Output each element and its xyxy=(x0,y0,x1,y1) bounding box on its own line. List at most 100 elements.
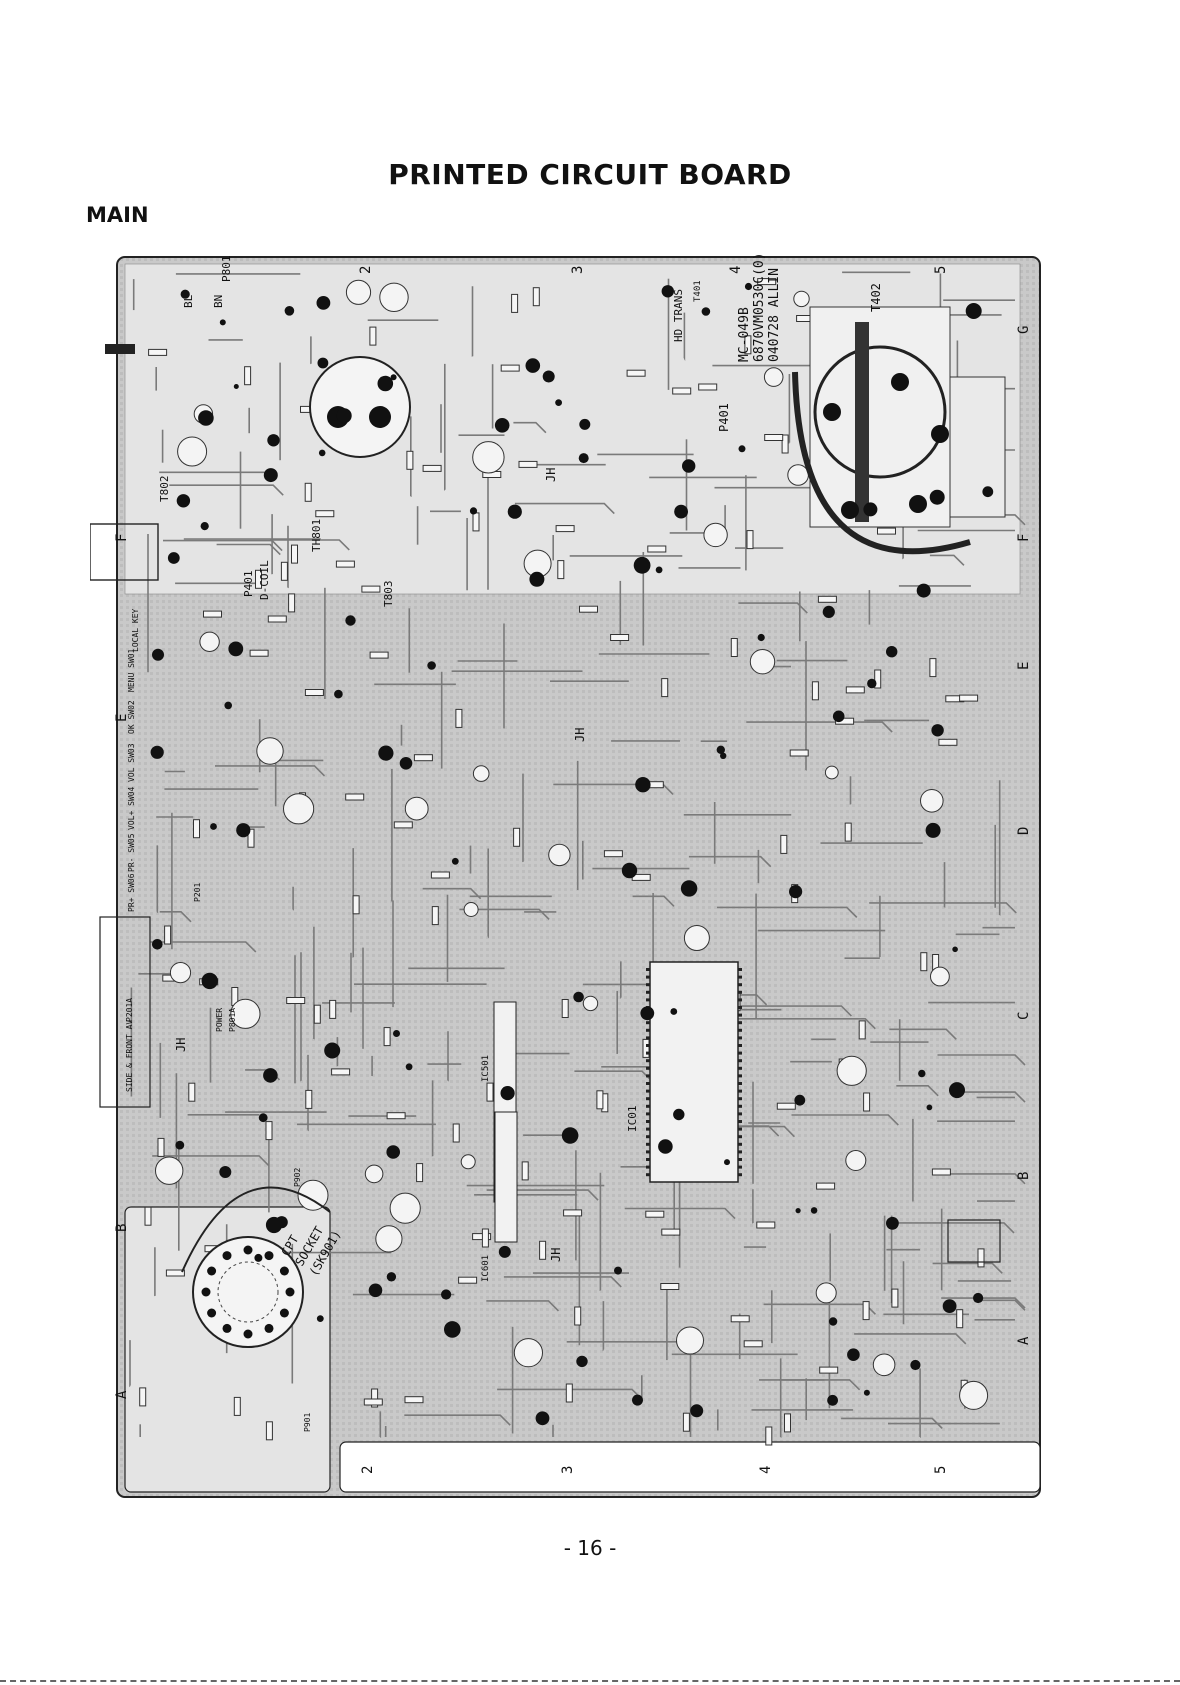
component-outline xyxy=(265,1121,273,1141)
solder-pad xyxy=(916,583,931,598)
component-outline xyxy=(249,649,269,657)
component-outline xyxy=(757,278,777,286)
ic-pin xyxy=(738,1074,742,1078)
solder-pad xyxy=(716,745,725,754)
solder-pad xyxy=(757,633,765,642)
component-outline xyxy=(929,658,937,678)
component-outline xyxy=(844,822,852,842)
label-th801: TH801 xyxy=(310,519,323,552)
copper-trace xyxy=(159,911,192,923)
label-bl: BL xyxy=(182,294,195,308)
component-outline xyxy=(730,638,738,657)
copper-trace xyxy=(735,1018,876,1030)
solder-pad xyxy=(316,1315,324,1322)
component-outline xyxy=(744,335,752,355)
copper-trace xyxy=(841,1417,943,1429)
solder-pad xyxy=(494,418,510,433)
solder-pad xyxy=(789,885,803,899)
solder-pad xyxy=(507,504,522,519)
capacitor-outline xyxy=(582,995,599,1012)
component-outline xyxy=(555,525,575,533)
solder-pad xyxy=(561,1127,579,1144)
component-outline xyxy=(539,1240,547,1260)
copper-trace xyxy=(937,1054,1026,1066)
component-outline xyxy=(863,1092,871,1112)
solder-pad xyxy=(451,857,459,865)
copper-trace xyxy=(514,502,615,515)
solder-pad xyxy=(635,777,651,793)
socket-pin xyxy=(243,1329,253,1339)
label-t401: T401 xyxy=(693,280,703,302)
label-bn: BN xyxy=(212,295,225,308)
solder-pad xyxy=(931,724,944,737)
capacitor-outline xyxy=(815,1282,837,1304)
component-outline xyxy=(647,545,667,553)
copper-trace xyxy=(854,1333,967,1345)
socket-pin xyxy=(207,1308,217,1318)
component-outline xyxy=(672,387,692,395)
ic-pin xyxy=(738,1173,742,1177)
capacitor-outline xyxy=(297,1179,329,1211)
copper-trace xyxy=(869,902,1017,914)
component-outline xyxy=(557,560,565,580)
ic-pin xyxy=(738,1150,742,1154)
ic-pin xyxy=(738,1135,742,1139)
connector-top-left-g xyxy=(105,344,135,354)
solder-pad xyxy=(926,1104,933,1111)
ic-pin xyxy=(646,968,650,971)
ic-pin xyxy=(646,1120,650,1123)
component-outline xyxy=(661,1228,681,1236)
capacitor-outline xyxy=(472,441,505,474)
capacitor-outline xyxy=(872,1353,896,1377)
copper-trace xyxy=(746,721,893,733)
ic-pin xyxy=(646,983,650,987)
component-outline xyxy=(645,1210,665,1218)
solder-pad xyxy=(633,556,651,574)
side-label-p801a: P801A xyxy=(228,1008,237,1032)
ic-pin xyxy=(646,975,650,979)
side-key-prminus: PR- SW05 xyxy=(127,833,136,872)
solder-pad xyxy=(336,408,352,424)
copper-trace xyxy=(486,1189,599,1201)
ic-pin xyxy=(646,1074,650,1078)
capacitor-outline xyxy=(472,765,490,782)
side-label-p201a: P201A xyxy=(125,998,134,1022)
board-section-title: MAIN xyxy=(86,203,149,227)
ic-pin xyxy=(646,1097,650,1101)
side-key-vol: VOL SW03 xyxy=(127,743,136,782)
component-outline xyxy=(660,1283,680,1290)
solder-pad xyxy=(390,374,397,381)
component-outline xyxy=(877,527,896,535)
connector-left-f xyxy=(90,523,159,581)
capacitor-outline xyxy=(199,631,220,652)
solder-pad xyxy=(284,306,295,316)
ic-pin xyxy=(738,975,742,979)
solder-pad xyxy=(444,1321,461,1338)
component-outline xyxy=(265,1421,273,1441)
capacitor-outline xyxy=(548,843,571,867)
copper-trace xyxy=(716,1125,795,1138)
solder-pad xyxy=(682,459,696,473)
copper-trace xyxy=(981,1299,1026,1311)
model-line-1: MC-049B xyxy=(737,307,752,362)
copper-trace xyxy=(152,1155,270,1167)
capacitor-outline xyxy=(169,962,192,984)
ic-pin xyxy=(646,1044,650,1047)
solder-pad xyxy=(318,449,326,457)
component-outline xyxy=(891,1288,899,1308)
component-outline xyxy=(574,1306,582,1326)
ic-pin xyxy=(646,1104,650,1108)
ic-pin xyxy=(738,1021,742,1025)
bottom-rule xyxy=(0,1680,1180,1682)
component-outline xyxy=(743,1340,763,1348)
connector-left-c xyxy=(99,916,151,1108)
capacitor-outline xyxy=(345,279,372,305)
component-outline xyxy=(603,850,623,858)
page-number: - 16 - xyxy=(563,1536,617,1560)
ic-pin xyxy=(738,1013,742,1017)
ic-pin xyxy=(646,1082,650,1085)
connector-right-b xyxy=(947,1219,1001,1263)
component-outline xyxy=(361,585,381,593)
component-outline xyxy=(371,1388,379,1408)
component-outline xyxy=(521,1161,529,1181)
